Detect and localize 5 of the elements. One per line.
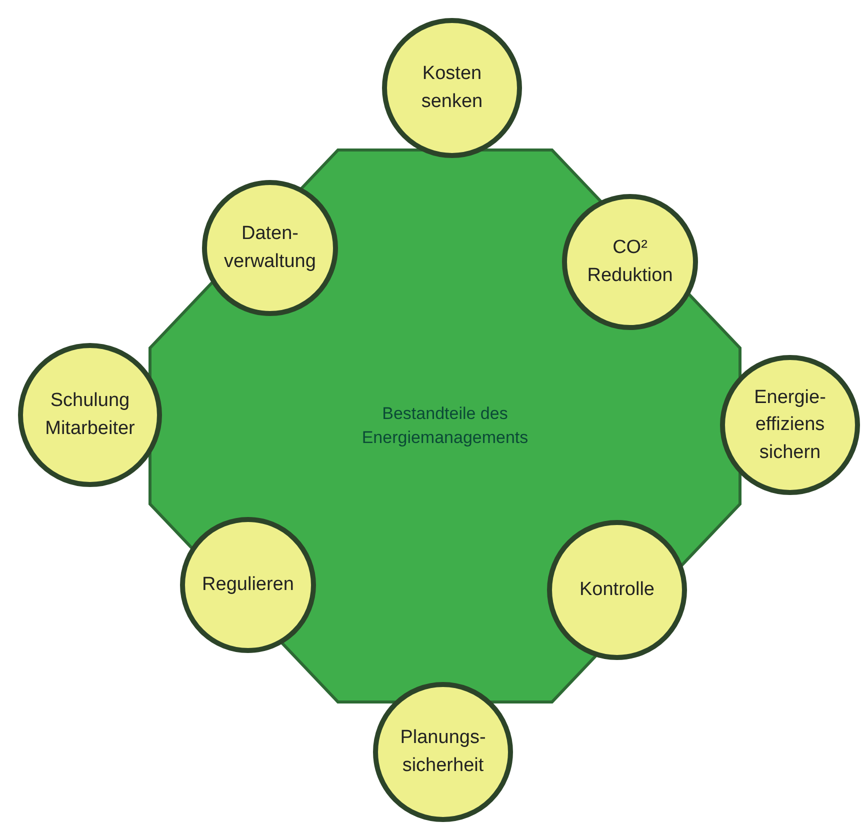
circle-node: Schulung Mitarbeiter <box>18 343 162 487</box>
circle-node: Energie- effiziens sichern <box>720 355 860 495</box>
circle-node: Planungs- sicherheit <box>373 682 513 822</box>
circle-node: Kosten senken <box>382 18 522 158</box>
center-title: Bestandteile des Energiemanagements <box>360 403 530 449</box>
